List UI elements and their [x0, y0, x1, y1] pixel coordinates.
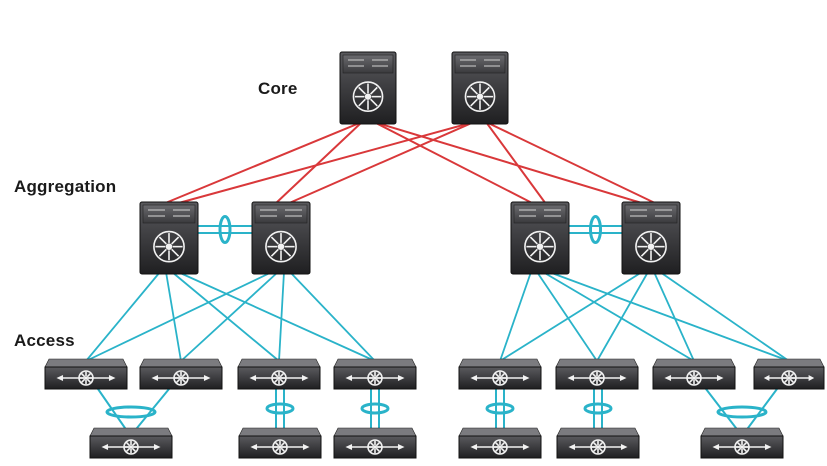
port-channel-ellipse-icon: [265, 402, 295, 415]
access-switch-icon: [44, 358, 128, 390]
access-switch-icon: [333, 358, 417, 390]
links-layer: [85, 121, 790, 429]
access-tier-label: Access: [14, 331, 75, 350]
access-switch-icon: [238, 427, 322, 459]
agg-access-link: [548, 271, 790, 362]
agg-access-link: [289, 271, 376, 362]
port-channel-ellipse-icon: [716, 405, 768, 419]
agg-access-link: [536, 271, 598, 362]
aggregation-switch-icon: [510, 201, 570, 275]
access-switch-icon: [333, 427, 417, 459]
agg-access-link: [177, 271, 376, 362]
aggregation-switch-icon: [621, 201, 681, 275]
agg-access-link: [165, 271, 182, 362]
core-switch-icon: [451, 51, 509, 125]
access-switch-icon: [89, 427, 173, 459]
access-switch-icon: [700, 427, 784, 459]
port-channel-ellipse-icon: [589, 215, 602, 244]
access-switch-icon: [237, 358, 321, 390]
port-channel-ellipse-icon: [485, 402, 515, 415]
core-agg-link: [373, 121, 535, 205]
core-agg-link: [373, 121, 646, 205]
agg-access-link: [278, 271, 285, 362]
agg-access-link: [171, 271, 280, 362]
bundles-layer: [105, 215, 768, 419]
agg-access-link: [653, 271, 695, 362]
port-channel-ellipse-icon: [105, 405, 157, 419]
agg-access-link: [499, 271, 643, 362]
agg-access-link: [85, 271, 161, 362]
access-switch-icon: [556, 427, 640, 459]
core-switch-icon: [339, 51, 397, 125]
aggregation-switch-icon: [139, 201, 199, 275]
core-agg-link: [162, 121, 363, 205]
devices-layer: [44, 51, 825, 459]
port-channel-ellipse-icon: [218, 215, 232, 244]
core-agg-link: [485, 121, 658, 205]
port-channel-ellipse-icon: [583, 402, 613, 415]
port-channel-ellipse-icon: [360, 402, 390, 415]
agg-access-link: [180, 271, 279, 362]
core-tier-label: Core: [258, 79, 298, 98]
agg-access-link: [85, 271, 273, 362]
access-switch-icon: [555, 358, 639, 390]
access-switch-icon: [458, 427, 542, 459]
access-switch-icon: [652, 358, 736, 390]
access-switch-icon: [458, 358, 542, 390]
core-agg-link: [286, 121, 475, 205]
access-switch-icon: [139, 358, 223, 390]
aggregation-switch-icon: [251, 201, 311, 275]
agg-access-link: [659, 271, 790, 362]
core-agg-link: [174, 121, 475, 205]
core-agg-link: [274, 121, 363, 205]
agg-access-link: [542, 271, 695, 362]
agg-access-link: [596, 271, 649, 362]
access-switch-icon: [753, 358, 825, 390]
core-agg-link: [485, 121, 547, 205]
agg-access-link: [499, 271, 532, 362]
aggregation-tier-label: Aggregation: [14, 177, 117, 196]
